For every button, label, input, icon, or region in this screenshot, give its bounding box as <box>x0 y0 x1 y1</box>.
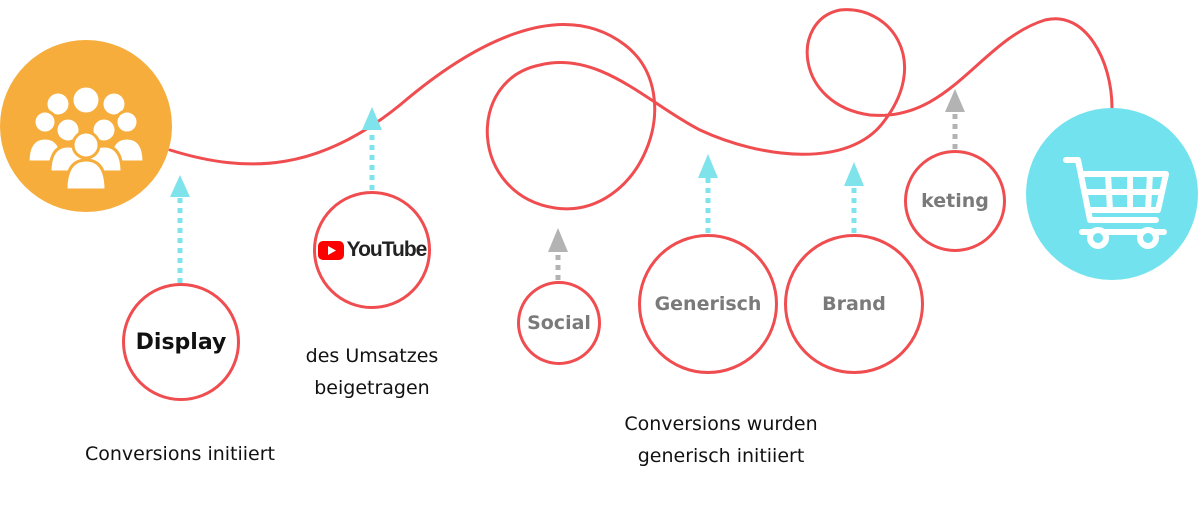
youtube-label: YouTube <box>346 238 428 261</box>
generisch-label: Generisch <box>654 293 762 315</box>
display-caption-line1: Conversions initiiert <box>84 443 276 465</box>
arrow-brand <box>844 162 864 233</box>
display-node: Display <box>122 283 240 401</box>
generisch-node: Generisch <box>638 234 778 374</box>
generisch-caption-line1: Conversions wurden <box>624 413 818 435</box>
youtube-caption: des Umsatzes beigetragen <box>279 340 465 404</box>
marketing-node: keting <box>904 150 1006 252</box>
youtube-caption-line2: beigetragen <box>314 377 430 399</box>
youtube-logo: YouTube <box>317 238 428 262</box>
display-label: Display <box>135 329 227 355</box>
audience-group-icon <box>26 84 146 192</box>
brand-node: Brand <box>784 234 924 374</box>
marketing-label: keting <box>921 190 989 212</box>
generisch-caption-line2: generisch initiiert <box>637 445 805 467</box>
arrow-youtube <box>362 107 382 190</box>
generisch-caption: Conversions wurden generisch initiiert <box>596 408 846 472</box>
youtube-caption-line1: des Umsatzes <box>305 345 439 367</box>
shopping-cart-icon <box>1063 157 1169 249</box>
audience-circle <box>0 40 172 212</box>
arrow-display <box>170 175 190 283</box>
arrow-marketing <box>945 89 965 149</box>
brand-label: Brand <box>822 293 886 315</box>
cart-circle <box>1026 108 1198 280</box>
display-caption: Conversions initiiert <box>60 438 300 470</box>
journey-path <box>168 8 1114 211</box>
youtube-play-icon <box>317 240 344 260</box>
arrow-generisch <box>698 154 718 233</box>
arrow-social <box>548 228 568 280</box>
youtube-node: YouTube <box>313 191 431 309</box>
social-node: Social <box>517 281 601 365</box>
social-label: Social <box>527 312 591 334</box>
